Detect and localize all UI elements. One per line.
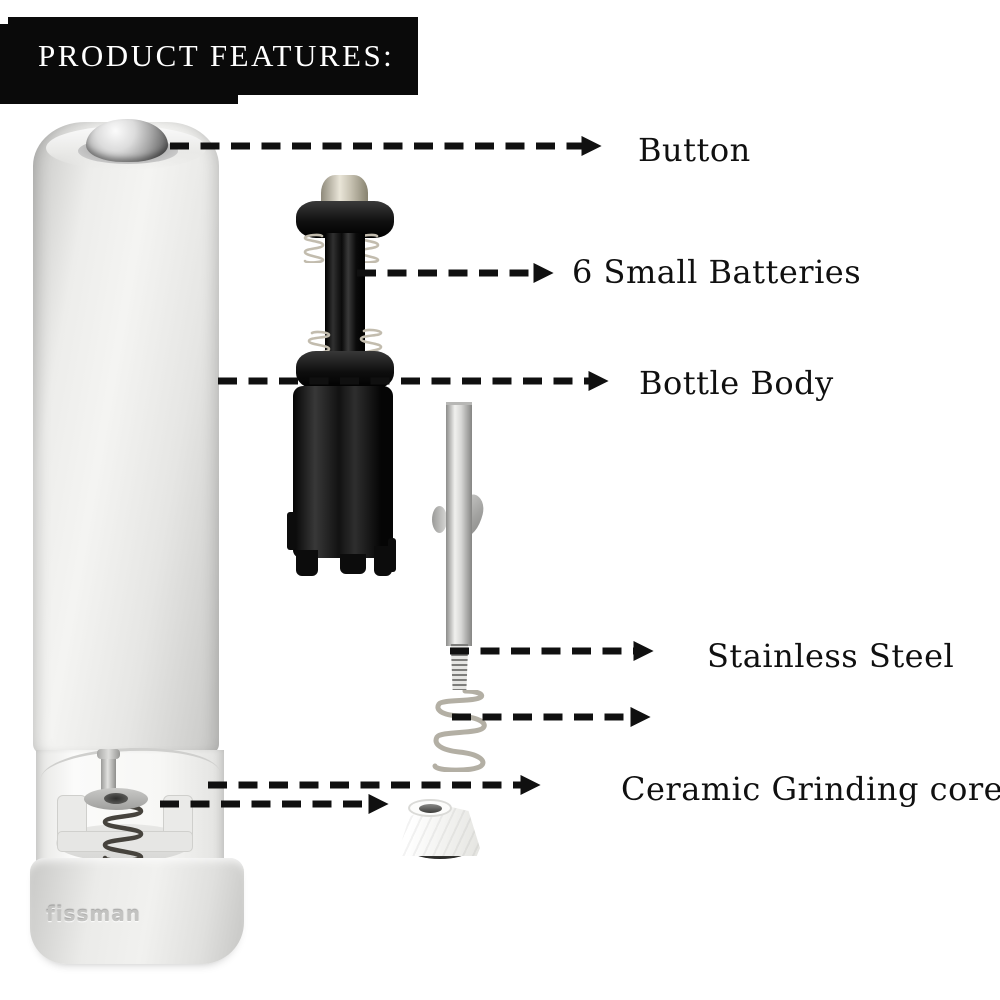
grinder-spring-part (432, 690, 487, 772)
label-bottle-body: Bottle Body (639, 364, 834, 403)
rod-threaded-tip (450, 644, 469, 690)
grinder-button-dome (86, 119, 168, 162)
battery-holder-steel-cap (321, 175, 368, 206)
battery-holder-top-disc (296, 201, 394, 238)
label-ceramic-grinding-core: Ceramic Grinding core (621, 770, 1000, 809)
banner: PRODUCT FEATURES: (8, 17, 418, 95)
bottle-body-foot-left (296, 550, 318, 576)
bottle-body-side-tab-right (388, 538, 396, 572)
rod-side-tab-left (432, 506, 447, 533)
bottle-body-foot-right (374, 546, 392, 576)
banner-title: PRODUCT FEATURES: (38, 38, 395, 73)
battery-spring-top-left (303, 233, 325, 263)
ceramic-core-top-hole (419, 804, 442, 813)
grinder-inner-spring (102, 803, 144, 862)
grinder-base (30, 858, 244, 964)
brand-logo: fissman (46, 902, 141, 926)
grinder-body (33, 122, 219, 754)
rod-shaft (446, 402, 472, 646)
bottle-body-side-tab-left (287, 512, 296, 550)
battery-holder-bottom-disc (296, 351, 394, 389)
label-small-batteries: 6 Small Batteries (572, 253, 862, 292)
grinder-inner-shaft (101, 753, 116, 799)
battery-holder-column (325, 233, 365, 359)
grinder-mech-hub-hole (104, 793, 128, 804)
label-button: Button (638, 131, 751, 170)
bottle-body-foot-center (340, 554, 366, 574)
label-stainless-steel: Stainless Steel (707, 637, 955, 676)
grinder-inner-shaft-cap (97, 749, 120, 759)
bottle-body-cylinder (293, 386, 393, 558)
